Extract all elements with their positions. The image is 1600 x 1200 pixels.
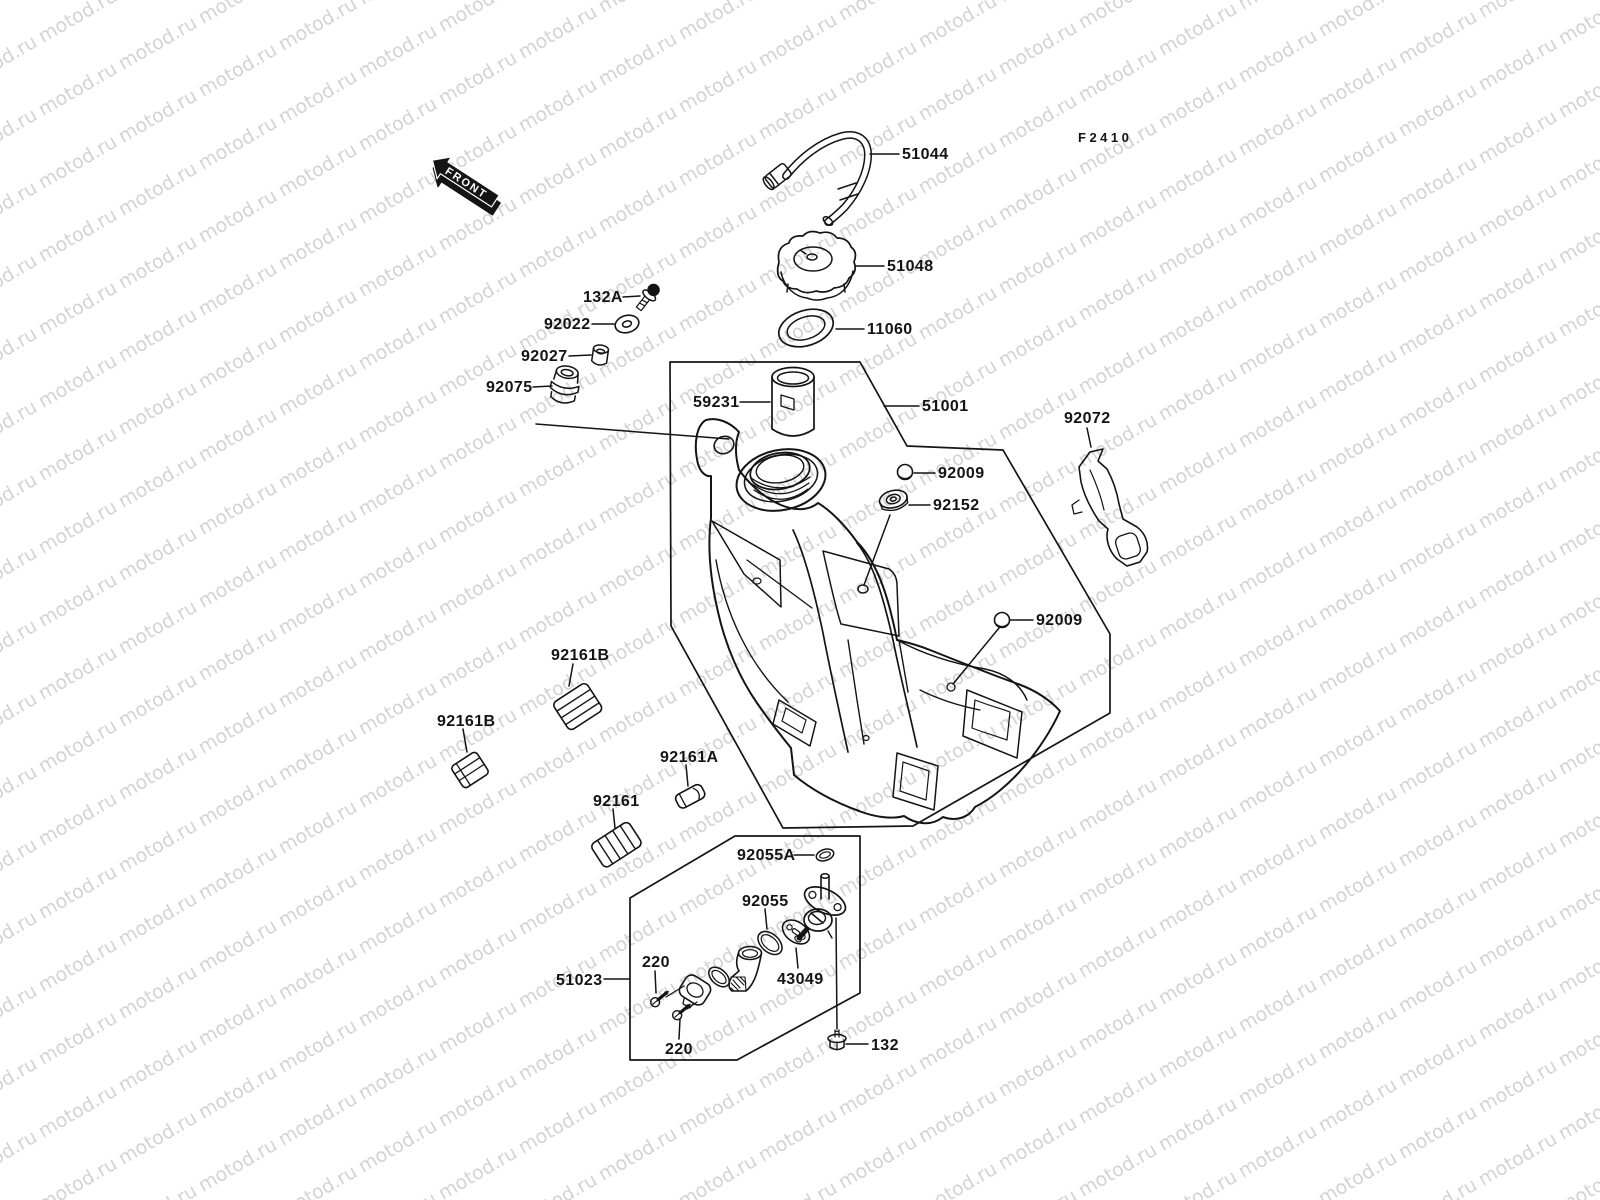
part-label-92009-upper: 92009 bbox=[938, 465, 985, 482]
fuel-tap-drawing bbox=[794, 873, 847, 943]
pin-92009-upper-drawing bbox=[896, 463, 914, 481]
damper-92161a-drawing bbox=[674, 783, 706, 809]
part-label-92075: 92075 bbox=[486, 379, 533, 396]
part-label-92161b-upper: 92161B bbox=[551, 647, 610, 664]
part-label-132: 132 bbox=[871, 1037, 899, 1054]
part-label-92152: 92152 bbox=[933, 497, 980, 514]
damper-92161-drawing bbox=[591, 821, 642, 868]
bolt-132-drawing bbox=[827, 1029, 847, 1051]
washer-92022-drawing bbox=[614, 314, 640, 334]
lever-plate-43049-drawing bbox=[781, 919, 811, 945]
oring-92055a-drawing bbox=[815, 848, 835, 862]
part-label-92161b-left: 92161B bbox=[437, 713, 496, 730]
part-label-92161a: 92161A bbox=[660, 749, 719, 766]
screw-to-plate-line-1 bbox=[665, 985, 685, 998]
tank-band-drawing bbox=[1071, 448, 1149, 567]
screw-to-plate-line-2 bbox=[686, 1001, 698, 1010]
tap-plate-drawing bbox=[678, 974, 712, 1009]
filler-screen-drawing bbox=[771, 366, 815, 437]
grommet-92075-drawing bbox=[549, 365, 580, 404]
vent-hose-drawing bbox=[762, 131, 872, 227]
part-label-220-upper: 220 bbox=[642, 954, 670, 971]
damper-92161b-left-drawing bbox=[451, 751, 489, 789]
part-label-51023: 51023 bbox=[556, 972, 603, 989]
part-label-132a: 132A bbox=[583, 289, 623, 306]
part-label-92055: 92055 bbox=[742, 893, 789, 910]
part-label-59231: 59231 bbox=[693, 394, 740, 411]
part-label-92009-lower: 92009 bbox=[1036, 612, 1083, 629]
tank-group-outline bbox=[669, 361, 1111, 829]
part-label-92027: 92027 bbox=[521, 348, 568, 365]
tank-cap-drawing bbox=[776, 230, 857, 301]
fuel-pickup-elbow-drawing bbox=[728, 945, 763, 992]
cap-gasket-drawing bbox=[777, 308, 835, 348]
part-label-51044: 51044 bbox=[902, 146, 949, 163]
part-label-92055a: 92055A bbox=[737, 847, 796, 864]
part-label-51001: 51001 bbox=[922, 398, 969, 415]
figure-code: F2410 bbox=[1078, 130, 1133, 145]
part-label-43049: 43049 bbox=[777, 971, 824, 988]
collar-92027-drawing bbox=[590, 344, 610, 366]
bolt-132a-drawing bbox=[635, 283, 660, 312]
part-label-92022: 92022 bbox=[544, 316, 591, 333]
screw-220-upper-drawing bbox=[649, 990, 669, 1008]
oring-cup-drawing bbox=[708, 966, 730, 988]
front-direction-arrow: FRONT bbox=[431, 156, 501, 216]
part-label-220-lower: 220 bbox=[665, 1041, 693, 1058]
part-label-92161: 92161 bbox=[593, 793, 640, 810]
grommet-92152-drawing bbox=[878, 489, 909, 512]
screw-220-lower-drawing bbox=[671, 1003, 691, 1021]
fuel-tap-group-outline bbox=[629, 835, 861, 1061]
pin-92009-lower-drawing bbox=[993, 611, 1011, 629]
leader-lines bbox=[462, 153, 1092, 1045]
fuel-tank-drawing bbox=[694, 418, 1061, 825]
damper-92161b-upper-drawing bbox=[553, 682, 603, 731]
oring-92055-drawing bbox=[757, 930, 783, 956]
part-label-11060: 11060 bbox=[867, 321, 913, 338]
part-label-92072: 92072 bbox=[1064, 410, 1111, 427]
part-label-51048: 51048 bbox=[887, 258, 934, 275]
